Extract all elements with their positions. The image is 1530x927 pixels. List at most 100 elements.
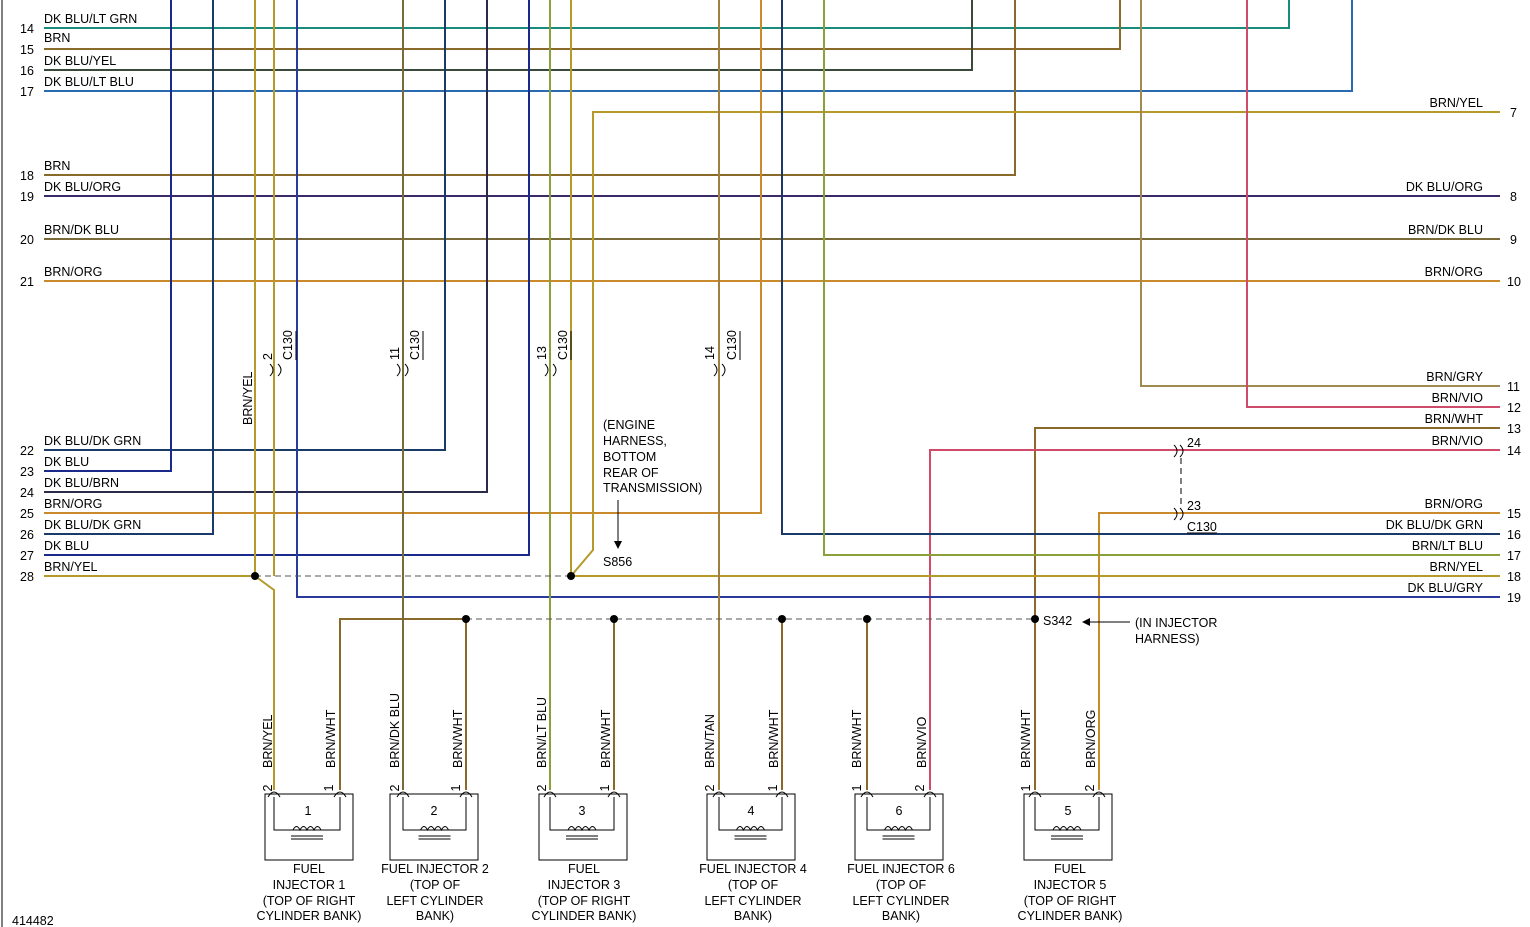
wire-dk-blu-27 [44,0,530,556]
svg-text:(ENGINE: (ENGINE [603,418,655,432]
fuel-injector-3[interactable]: 2 1 BRN/LT BLU BRN/WHT 3 FUEL INJECTOR 3… [532,697,637,923]
injector-number: 4 [748,804,755,818]
svg-text:FUEL: FUEL [293,862,325,876]
left-wire-label: DK BLU/DK GRN [44,518,141,532]
left-wire-label: BRN/YEL [44,560,98,574]
right-pin: 14 [1507,444,1521,458]
wire-dk-blu-yel [44,0,973,71]
fuel-injector-2[interactable]: 2 1 BRN/DK BLU BRN/WHT 2 FUEL INJECTOR 2… [381,693,489,923]
right-pin: 7 [1510,106,1517,120]
svg-text:(TOP OF: (TOP OF [410,878,461,892]
splice-buses [255,575,1035,620]
wire-brn-org-15 [1098,512,1500,790]
left-wire-label: DK BLU/ORG [44,180,121,194]
right-wire-label: BRN/YEL [1430,560,1484,574]
svg-text:1: 1 [766,784,780,791]
svg-text:HARNESS,: HARNESS, [603,434,667,448]
wire-dk-blu-lt-grn [44,0,1290,29]
wire-dk-blu-lt-blu [44,0,1353,92]
svg-text:2: 2 [913,784,927,791]
left-wire-label: BRN/ORG [44,497,102,511]
splice-s856-label: S856 [603,555,632,569]
svg-text:1: 1 [1019,784,1033,791]
svg-text:FUEL INJECTOR 6: FUEL INJECTOR 6 [847,862,955,876]
injector-number: 2 [431,804,438,818]
left-pin: 21 [20,275,34,289]
right-wire-label: BRN/ORG [1425,497,1483,511]
svg-text:(TOP OF RIGHT: (TOP OF RIGHT [263,894,356,908]
right-wire-label: BRN/DK BLU [1408,223,1483,237]
c130-connector-right: 24 23 C130 [1173,436,1217,534]
right-wire-label: BRN/VIO [1432,391,1484,405]
svg-text:1: 1 [598,784,612,791]
left-wire-label: DK BLU/LT BLU [44,75,134,89]
wire-dk-blu-dk-grn-22 [44,0,446,451]
svg-text:14: 14 [703,346,717,360]
svg-text:BRN/WHT: BRN/WHT [850,709,864,768]
svg-text:BRN/YEL: BRN/YEL [261,714,275,768]
wire-brn-org-25 [44,0,762,514]
left-pin: 24 [20,486,34,500]
wires [44,0,1500,790]
fuel-injector-4[interactable]: 2 1 BRN/TAN BRN/WHT 4 FUEL INJECTOR 4 (T… [699,709,807,923]
injector-number: 1 [305,804,312,818]
left-wire-label: DK BLU/BRN [44,476,119,490]
svg-text:BANK): BANK) [882,909,920,923]
fuel-injector-5[interactable]: 1 2 BRN/WHT BRN/ORG 5 FUEL INJECTOR 5 (T… [1018,709,1123,923]
svg-text:INJECTOR 3: INJECTOR 3 [548,878,621,892]
c130-connectors: 2 C130 11 C130 13 C130 14 C130 [261,330,741,377]
c130-connector-pin-13: 13 C130 [535,330,572,377]
right-pin: 11 [1507,380,1520,394]
svg-text:FUEL: FUEL [568,862,600,876]
left-pin: 16 [20,64,34,78]
left-pin: 23 [20,465,34,479]
svg-text:(TOP OF RIGHT: (TOP OF RIGHT [538,894,631,908]
injector-coil-symbol [396,791,473,840]
figure-id: 414482 [12,914,54,927]
right-pin: 12 [1507,401,1521,415]
injector-number: 6 [896,804,903,818]
injector-coil-symbol [267,791,347,840]
svg-text:C130: C130 [725,330,739,360]
right-pin: 16 [1507,528,1521,542]
wire-dk-blu-dk-grn-26 [44,0,214,535]
wire-dk-blu-gry [296,0,1500,598]
right-wire-label: BRN/GRY [1426,370,1483,384]
svg-text:INJECTOR 5: INJECTOR 5 [1034,878,1107,892]
injector-coil-symbols [267,791,1106,840]
fuel-injector-6[interactable]: 1 2 BRN/WHT BRN/VIO 6 FUEL INJECTOR 6 (T… [847,709,955,923]
injector-coil-symbol [712,791,789,840]
svg-text:1: 1 [449,784,463,791]
right-wire-label: DK BLU/GRY [1408,581,1484,595]
svg-text:CYLINDER BANK): CYLINDER BANK) [532,909,637,923]
svg-text:CYLINDER BANK): CYLINDER BANK) [1018,909,1123,923]
svg-text:INJECTOR 1: INJECTOR 1 [273,878,346,892]
svg-text:BRN/LT BLU: BRN/LT BLU [535,697,549,768]
svg-text:(TOP OF: (TOP OF [876,878,927,892]
engine-harness-note: (ENGINE HARNESS, BOTTOM REAR OF TRANSMIS… [603,418,702,549]
wire-dk-blu-23 [44,0,172,472]
svg-text:LEFT CYLINDER: LEFT CYLINDER [704,894,801,908]
left-pin: 17 [20,85,34,99]
fuel-injector-1[interactable]: 2 1 BRN/YEL BRN/WHT 1 FUEL INJECTOR 1 (T… [257,709,362,923]
right-pin: 10 [1507,275,1521,289]
svg-text:2: 2 [535,784,549,791]
left-connector-labels: 14 DK BLU/LT GRN 15 BRN 16 DK BLU/YEL 17… [20,12,141,584]
left-pin: 20 [20,233,34,247]
left-wire-label: DK BLU [44,455,89,469]
c130-connector-pin-11: 11 C130 [388,330,424,377]
right-wire-label: BRN/VIO [1432,434,1484,448]
right-wire-label: BRN/YEL [1430,96,1484,110]
wire-brn-yel-inj1 [254,575,275,790]
svg-text:HARNESS): HARNESS) [1135,632,1200,646]
wire-brn-18 [44,0,1016,176]
right-wire-label: BRN/LT BLU [1412,539,1483,553]
svg-text:LEFT CYLINDER: LEFT CYLINDER [852,894,949,908]
right-pin: 15 [1507,507,1521,521]
left-pin: 22 [20,444,34,458]
svg-text:24: 24 [1187,436,1201,450]
right-wire-label: BRN/ORG [1425,265,1483,279]
svg-text:13: 13 [535,346,549,360]
left-pin: 25 [20,507,34,521]
